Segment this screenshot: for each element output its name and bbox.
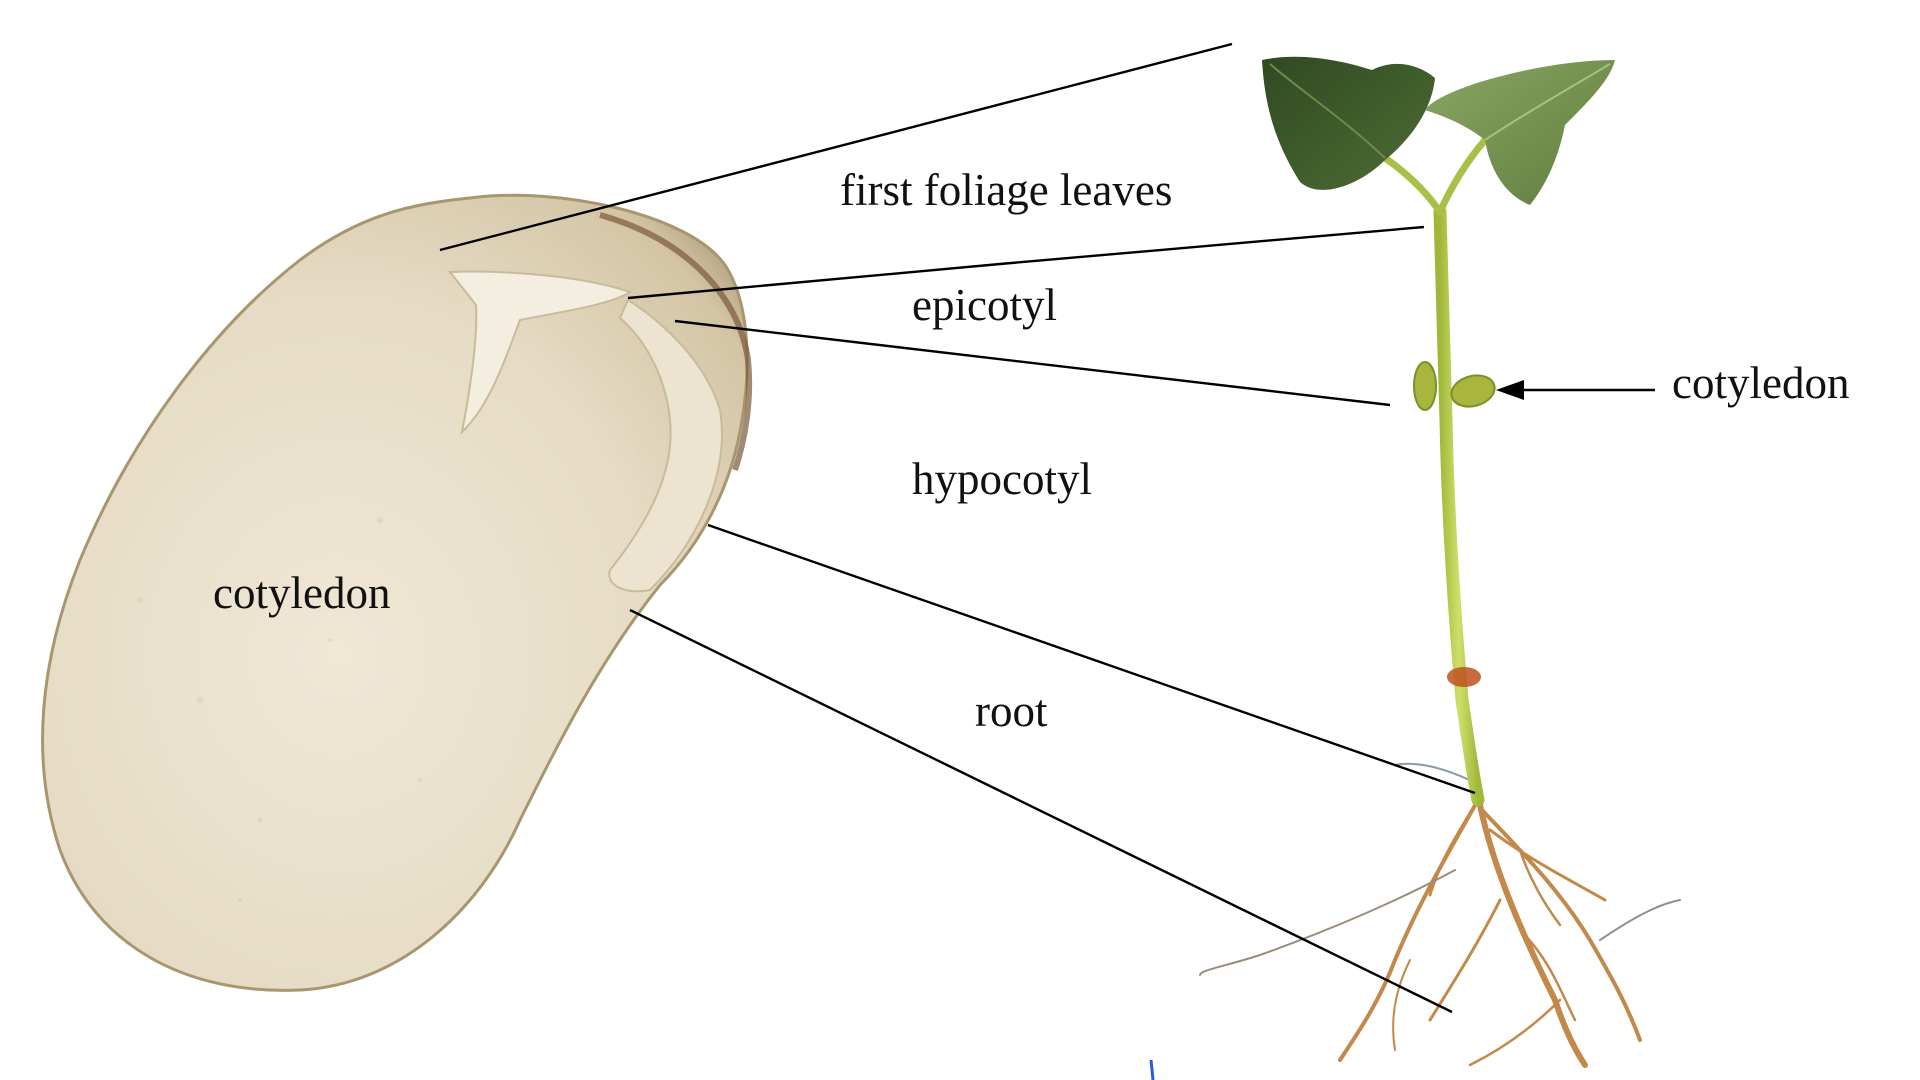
leader-line-root-lower — [629, 608, 1453, 1014]
seedling-petiole-right — [1436, 136, 1489, 216]
leader-line-hypocotyl — [674, 319, 1391, 407]
seed-embryo-axis — [608, 298, 723, 593]
seed-plumule — [448, 270, 633, 435]
bean-seed-section — [41, 193, 753, 992]
seed-texture — [137, 517, 422, 902]
seedling-node-mark — [1447, 667, 1481, 687]
diagram-labels: first foliage leaves epicotyl cotyledon … — [213, 165, 1849, 736]
seedling-roots — [1199, 762, 1681, 1068]
seedling-leaf-right — [1425, 60, 1615, 205]
seedling-stem — [1433, 205, 1485, 807]
leader-line-epicotyl-seed — [627, 262, 1001, 300]
label-root: root — [975, 686, 1048, 736]
leader-line-epicotyl-seedling — [999, 225, 1425, 266]
label-hypocotyl: hypocotyl — [912, 454, 1092, 504]
bean-seedling — [1149, 56, 1681, 1080]
label-cotyledon-seed: cotyledon — [213, 568, 390, 618]
seedling-leaf-right-vein — [1484, 63, 1611, 141]
seed-coat-edge — [599, 212, 753, 471]
label-cotyledon-seedling: cotyledon — [1672, 358, 1849, 408]
leader-line-root-upper — [707, 523, 1476, 795]
seedling-leaf-left — [1262, 56, 1435, 190]
seedling-leaf-left-vein — [1269, 63, 1386, 159]
seedling-cotyledon-left — [1413, 361, 1437, 411]
seedling-cotyledon-right — [1450, 374, 1496, 408]
label-epicotyl: epicotyl — [912, 280, 1057, 330]
seedling-petiole-left — [1381, 154, 1444, 216]
blue-mark — [1149, 1059, 1155, 1080]
cotyledon-arrowhead — [1496, 380, 1524, 400]
label-first-foliage-leaves: first foliage leaves — [840, 165, 1172, 215]
leader-lines — [439, 42, 1655, 1014]
leader-line-foliage — [439, 42, 1233, 252]
